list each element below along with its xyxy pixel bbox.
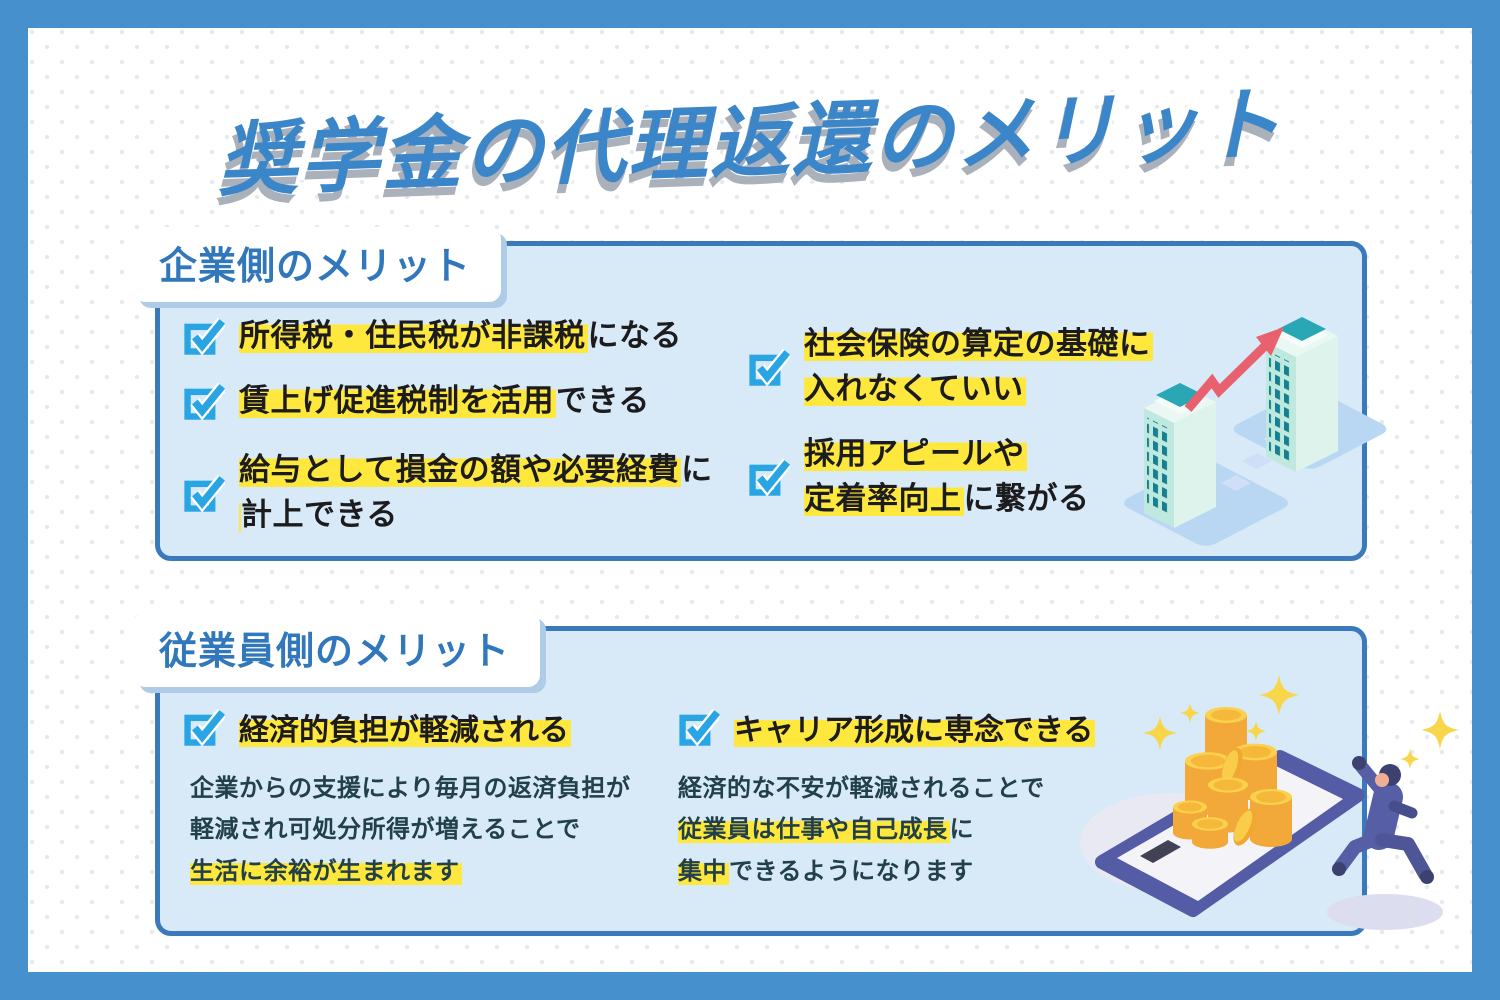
item-text-highlight: 賃上げ促進税制を活用 bbox=[239, 383, 556, 418]
desc-text-highlight: 従業員は仕事や自己成長 bbox=[678, 816, 950, 844]
item-text-rest: になる bbox=[587, 318, 682, 353]
item-text-highlight: キャリア形成に専念できる bbox=[734, 714, 1096, 747]
desc-text-highlight: 集中 bbox=[678, 857, 729, 885]
item-text-highlight: 所得税・住民税が非課税 bbox=[239, 318, 588, 353]
item-text-highlight: 定着率向上 bbox=[804, 480, 964, 516]
building-tall bbox=[1266, 317, 1338, 472]
item-text-highlight: 入れなくていい bbox=[804, 370, 1026, 406]
item-text: 給与として損金の額や必要経費に 計上できる bbox=[239, 448, 713, 538]
coin-stacks bbox=[1173, 707, 1292, 849]
growth-arrow-icon bbox=[1184, 327, 1284, 412]
item-text-highlight: 社会保険の算定の基礎に bbox=[804, 326, 1153, 361]
company-benefits-label: 企業側のメリット bbox=[133, 227, 502, 302]
step-stone bbox=[1221, 475, 1251, 491]
step-stone bbox=[1242, 453, 1272, 469]
item-text-highlight: 採用アピールや bbox=[804, 436, 1027, 471]
item-description: 企業からの支援により毎月の返済負担が 軽減され可処分所得が増えることで 生活に余… bbox=[190, 768, 631, 892]
checkbox-check-icon bbox=[749, 458, 790, 497]
item-title: キャリア形成に専念できる bbox=[734, 705, 1096, 749]
item-text-highlight: 経済的負担が軽減される bbox=[239, 714, 571, 747]
checkbox-check-icon bbox=[749, 348, 790, 387]
check-item: 賃上げ促進税制を活用できる bbox=[183, 379, 650, 424]
desc-text: できるようになります bbox=[729, 857, 974, 885]
item-text: 採用アピールや 定着率向上に繋がる bbox=[804, 432, 1090, 522]
item-text: 社会保険の算定の基礎に 入れなくていい bbox=[804, 322, 1153, 412]
running-person-illustration bbox=[1332, 756, 1434, 884]
building-small bbox=[1144, 383, 1216, 528]
employee-benefits-label: 従業員側のメリット bbox=[133, 612, 541, 687]
desc-text: に bbox=[949, 816, 974, 844]
checkbox-check-icon bbox=[184, 474, 225, 513]
item-text: 賃上げ促進税制を活用できる bbox=[239, 379, 650, 424]
desc-text: 企業からの支援により毎月の返済負担が bbox=[190, 775, 631, 802]
person-shadow bbox=[1327, 894, 1443, 930]
check-item: キャリア形成に専念できる bbox=[678, 705, 1096, 749]
item-text: 所得税・住民税が非課税になる bbox=[239, 314, 682, 359]
item-text-rest: に繋がる bbox=[963, 480, 1090, 516]
check-item: 所得税・住民税が非課税になる bbox=[183, 314, 682, 359]
item-text-highlight: 給与として損金の額や必要経費 bbox=[239, 452, 682, 487]
item-text-highlight bbox=[239, 496, 241, 532]
item-text-rest: に bbox=[681, 452, 713, 487]
checkbox-check-icon bbox=[184, 708, 225, 747]
item-text-rest: 計上できる bbox=[241, 496, 398, 532]
desc-text-highlight: 生活に余裕が生まれます bbox=[190, 857, 462, 885]
item-text-rest: できる bbox=[556, 383, 650, 418]
check-item: 経済的負担が軽減される bbox=[183, 705, 571, 749]
item-title: 経済的負担が軽減される bbox=[239, 705, 571, 749]
checkbox-check-icon bbox=[679, 708, 720, 747]
sparkle-icon bbox=[1143, 675, 1459, 769]
buildings-growth-illustration bbox=[1124, 317, 1387, 546]
coins-smartphone-illustration bbox=[1080, 675, 1459, 930]
checkbox-check-icon bbox=[184, 383, 225, 421]
checkbox-check-icon bbox=[184, 318, 225, 356]
check-item: 社会保険の算定の基礎に 入れなくていい bbox=[748, 322, 1153, 412]
check-item: 給与として損金の額や必要経費に 計上できる bbox=[183, 448, 713, 538]
item-description: 経済的な不安が軽減されることで 従業員は仕事や自己成長に 集中できるようになりま… bbox=[678, 768, 1045, 892]
desc-text: 経済的な不安が軽減されることで bbox=[678, 775, 1045, 802]
check-item: 採用アピールや 定着率向上に繋がる bbox=[748, 432, 1090, 522]
desc-text: 軽減され可処分所得が増えることで bbox=[190, 816, 581, 844]
